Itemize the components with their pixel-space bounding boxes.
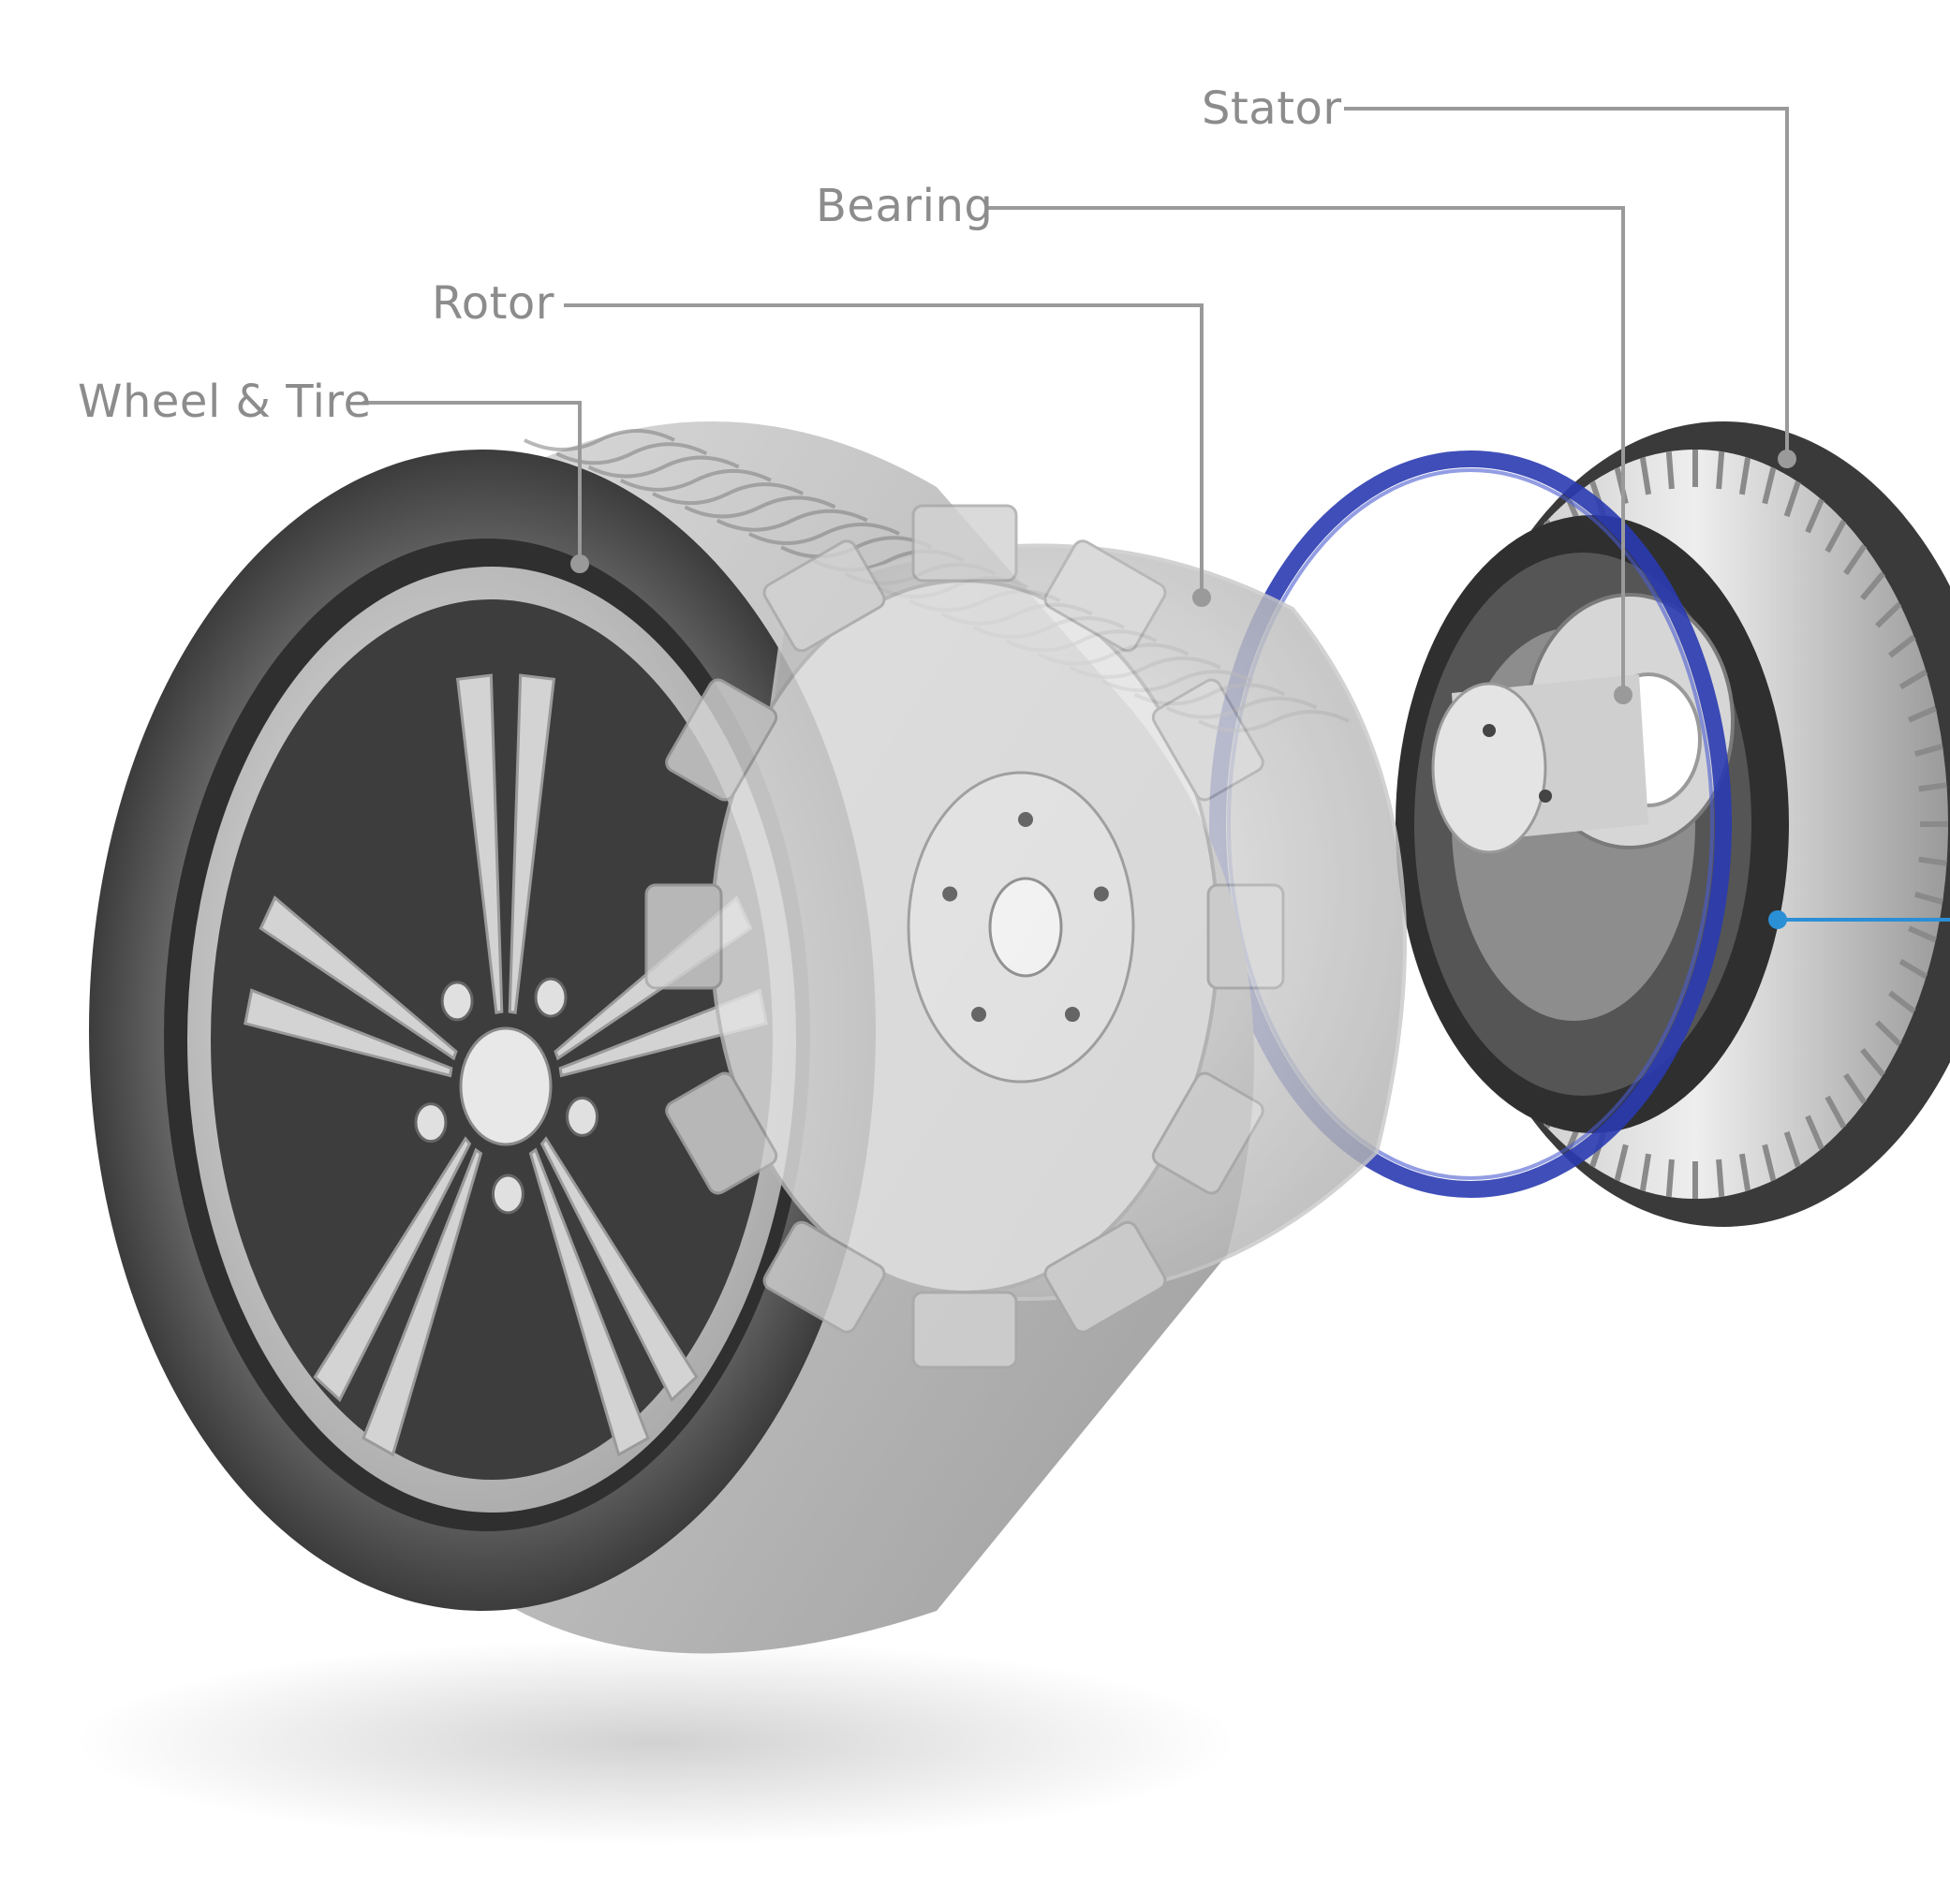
- blue-ring-leader-dot: [1768, 910, 1787, 929]
- rotor-magnet-block: [646, 885, 721, 988]
- wheel-tire-label: Wheel & Tire: [78, 379, 372, 424]
- stator-tooth: [1919, 785, 1947, 789]
- bearing-label: Bearing: [816, 184, 993, 229]
- rotor-bolt-hole: [1065, 1007, 1080, 1022]
- lug-nut: [442, 982, 472, 1020]
- rotor-magnet-block: [913, 506, 1016, 581]
- stator-leader-line: [1344, 109, 1787, 459]
- lug-nut: [536, 979, 566, 1016]
- lug-nut: [416, 1104, 446, 1142]
- wheel-leader-dot: [570, 554, 589, 573]
- stator-tooth: [1919, 860, 1947, 863]
- stator-tooth: [1669, 451, 1672, 489]
- stator-tooth: [1719, 451, 1721, 489]
- rotor-bolt-hole: [971, 1007, 986, 1022]
- stator-label: Stator: [1202, 86, 1342, 131]
- stator-tooth: [1719, 1159, 1721, 1197]
- ground-shadow: [75, 1639, 1236, 1845]
- rotor-leader-dot: [1192, 588, 1211, 607]
- stator-leader-dot: [1778, 450, 1796, 468]
- rotor-bolt-hole: [942, 886, 957, 901]
- bearing-leader-dot: [1614, 686, 1632, 704]
- rotor-bolt-hole: [1094, 886, 1109, 901]
- rotor-magnet-block: [1208, 885, 1283, 988]
- stator-tooth: [1669, 1159, 1672, 1197]
- lug-nut: [493, 1175, 523, 1213]
- lug-nut: [568, 1098, 598, 1135]
- rotor-bolt-hole: [1018, 812, 1033, 827]
- rotor-magnet-block: [913, 1292, 1016, 1367]
- rotor-label: Rotor: [432, 281, 554, 326]
